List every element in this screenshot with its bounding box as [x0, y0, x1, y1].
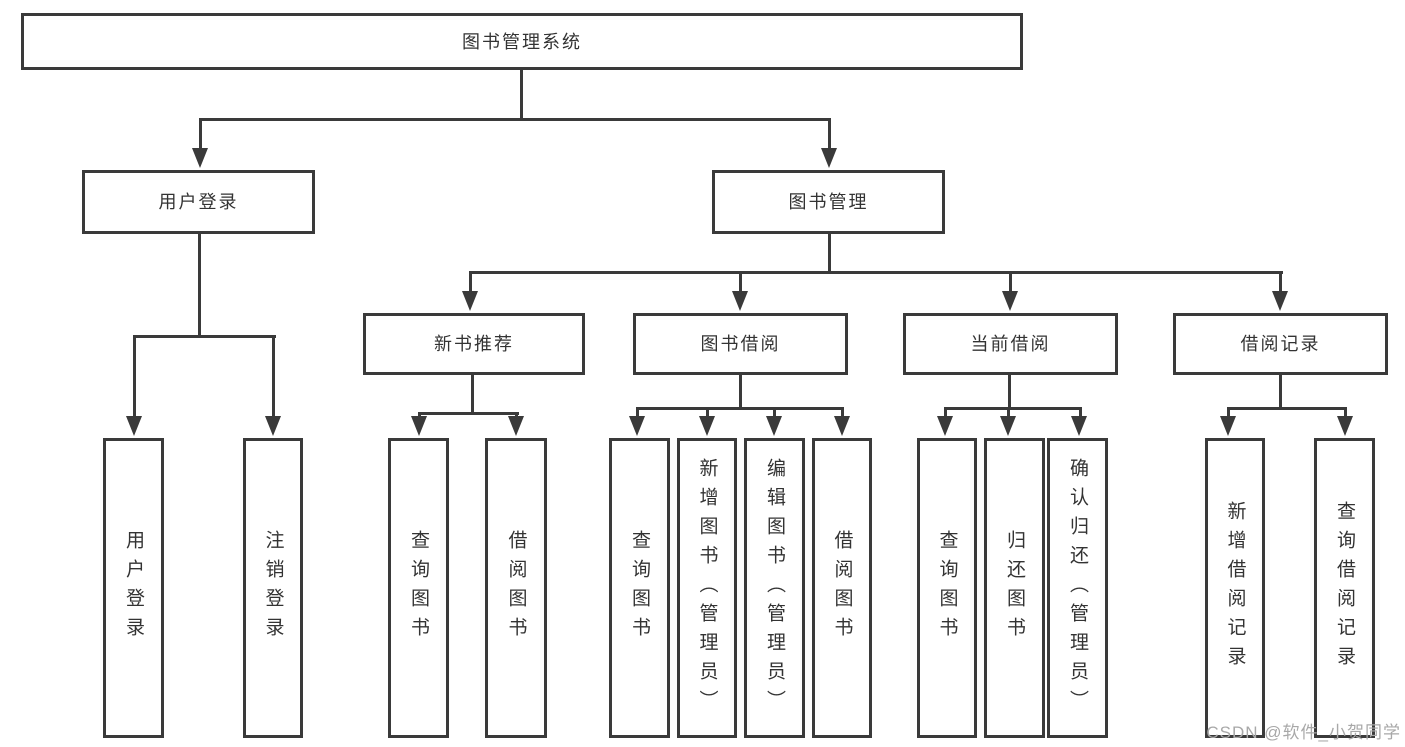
arrowhead-down-icon — [462, 291, 478, 311]
node-label: 归还图书 — [1004, 530, 1025, 646]
connector-line — [1227, 407, 1230, 420]
leaf-borrow-query-books: 查询图书 — [609, 438, 670, 738]
connector-line — [133, 335, 136, 420]
connector-line — [1344, 407, 1347, 420]
arrowhead-down-icon — [1000, 416, 1016, 436]
connector-line — [944, 407, 947, 420]
node-label: 新增图书（管理员） — [696, 457, 718, 719]
connector-line — [1007, 407, 1010, 420]
connector-line — [1279, 271, 1282, 293]
connector-line — [199, 118, 831, 121]
csdn-watermark: CSDN @软件_小贺同学 — [1206, 723, 1401, 742]
leaf-current-query-books: 查询图书 — [917, 438, 977, 738]
arrowhead-down-icon — [126, 416, 142, 436]
arrowhead-down-icon — [192, 148, 208, 168]
connector-line — [773, 407, 776, 420]
arrowhead-down-icon — [1071, 416, 1087, 436]
node-label: 查询借阅记录 — [1334, 501, 1355, 675]
arrowhead-down-icon — [1220, 416, 1236, 436]
connector-line — [418, 412, 519, 415]
node-new-book-recommend: 新书推荐 — [363, 313, 585, 375]
leaf-logout: 注销登录 — [243, 438, 303, 738]
leaf-recommend-borrow-books: 借阅图书 — [485, 438, 547, 738]
node-borrow-records: 借阅记录 — [1173, 313, 1388, 375]
arrowhead-down-icon — [766, 416, 782, 436]
arrowhead-down-icon — [937, 416, 953, 436]
leaf-borrow-edit-books-admin: 编辑图书（管理员） — [744, 438, 805, 738]
connector-line — [133, 335, 276, 338]
arrowhead-down-icon — [732, 291, 748, 311]
connector-line — [272, 335, 275, 420]
connector-line — [944, 407, 1082, 410]
connector-line — [1227, 407, 1347, 410]
node-library-management-system: 图书管理系统 — [21, 13, 1023, 70]
node-user-login: 用户登录 — [82, 170, 315, 234]
node-label: 新书推荐 — [434, 334, 514, 354]
arrowhead-down-icon — [1002, 291, 1018, 311]
connector-line — [1079, 407, 1082, 420]
connector-line — [1008, 375, 1011, 409]
leaf-records-query-record: 查询借阅记录 — [1314, 438, 1375, 738]
node-label: 确认归还（管理员） — [1067, 457, 1088, 719]
node-label: 借阅图书 — [831, 530, 853, 646]
arrowhead-down-icon — [1337, 416, 1353, 436]
connector-line — [739, 271, 742, 293]
node-label: 借阅记录 — [1240, 334, 1321, 354]
node-label: 图书管理 — [788, 192, 869, 212]
arrowhead-down-icon — [265, 416, 281, 436]
node-current-borrow: 当前借阅 — [903, 313, 1118, 375]
leaf-recommend-query-books: 查询图书 — [388, 438, 449, 738]
node-label: 借阅图书 — [505, 530, 527, 646]
arrowhead-down-icon — [1272, 291, 1288, 311]
node-label: 图书借阅 — [700, 334, 781, 354]
leaf-current-confirm-return-admin: 确认归还（管理员） — [1047, 438, 1108, 738]
node-label: 查询图书 — [408, 530, 429, 646]
node-label: 用户登录 — [158, 192, 239, 212]
node-label: 用户登录 — [123, 530, 144, 646]
connector-line — [841, 407, 844, 420]
connector-line — [469, 271, 472, 293]
leaf-user-login: 用户登录 — [103, 438, 164, 738]
connector-line — [636, 407, 844, 410]
connector-line — [1009, 271, 1012, 293]
node-label: 当前借阅 — [970, 334, 1051, 354]
leaf-current-return-books: 归还图书 — [984, 438, 1045, 738]
connector-line — [198, 233, 201, 337]
node-book-management: 图书管理 — [712, 170, 945, 234]
arrowhead-down-icon — [629, 416, 645, 436]
node-label: 注销登录 — [262, 530, 284, 646]
connector-line — [828, 118, 831, 150]
node-label: 图书管理系统 — [462, 31, 582, 52]
connector-line — [469, 271, 1283, 274]
connector-line — [739, 375, 742, 409]
arrowhead-down-icon — [411, 416, 427, 436]
connector-line — [520, 69, 523, 120]
arrowhead-down-icon — [508, 416, 524, 436]
arrowhead-down-icon — [821, 148, 837, 168]
connector-line — [471, 375, 474, 414]
leaf-borrow-borrow-books: 借阅图书 — [812, 438, 872, 738]
node-book-borrow: 图书借阅 — [633, 313, 848, 375]
node-label: 编辑图书（管理员） — [764, 457, 785, 719]
connector-line — [828, 234, 831, 273]
arrowhead-down-icon — [834, 416, 850, 436]
leaf-records-add-record: 新增借阅记录 — [1205, 438, 1265, 738]
node-label: 查询图书 — [629, 530, 650, 646]
arrowhead-down-icon — [699, 416, 715, 436]
connector-line — [1279, 375, 1282, 409]
connector-line — [706, 407, 709, 420]
node-label: 查询图书 — [936, 530, 958, 646]
connector-line — [636, 407, 639, 420]
connector-line — [199, 118, 202, 150]
node-label: 新增借阅记录 — [1224, 501, 1246, 675]
leaf-borrow-add-books-admin: 新增图书（管理员） — [677, 438, 737, 738]
